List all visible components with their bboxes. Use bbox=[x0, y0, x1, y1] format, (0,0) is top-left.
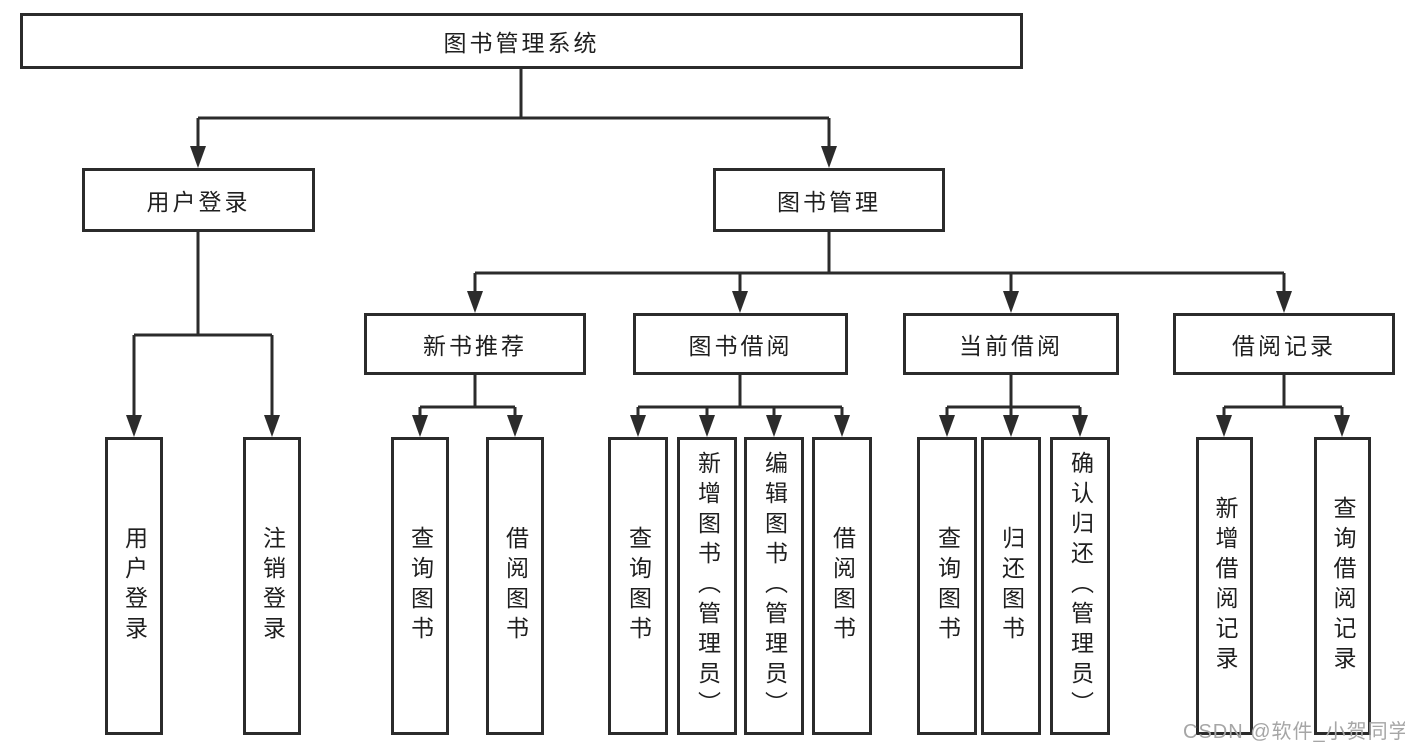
node-new-book-recommend: 新书推荐 bbox=[364, 313, 586, 375]
leaf-query-books-3: 查询图书 bbox=[917, 437, 977, 735]
node-book-management: 图书管理 bbox=[713, 168, 945, 232]
leaf-query-books-2: 查询图书 bbox=[608, 437, 668, 735]
node-user-login: 用户登录 bbox=[82, 168, 315, 232]
leaf-edit-book-admin: 编辑图书（管理员） bbox=[744, 437, 804, 735]
leaf-return-books: 归还图书 bbox=[981, 437, 1041, 735]
leaf-user-login: 用户登录 bbox=[105, 437, 163, 735]
leaf-query-borrow-record: 查询借阅记录 bbox=[1314, 437, 1371, 735]
leaf-logout: 注销登录 bbox=[243, 437, 301, 735]
node-root: 图书管理系统 bbox=[20, 13, 1023, 69]
leaf-borrow-books-1: 借阅图书 bbox=[486, 437, 544, 735]
arrowheads bbox=[126, 146, 1350, 437]
leaf-add-borrow-record: 新增借阅记录 bbox=[1196, 437, 1253, 735]
leaf-add-book-admin: 新增图书（管理员） bbox=[677, 437, 737, 735]
leaf-query-books-1: 查询图书 bbox=[391, 437, 449, 735]
leaf-confirm-return-admin: 确认归还（管理员） bbox=[1050, 437, 1110, 735]
node-book-borrowing: 图书借阅 bbox=[633, 313, 848, 375]
csdn-watermark: CSDN @软件_小贺同学 bbox=[1183, 721, 1405, 743]
leaf-borrow-books-2: 借阅图书 bbox=[812, 437, 872, 735]
node-borrowing-records: 借阅记录 bbox=[1173, 313, 1395, 375]
node-current-borrowing: 当前借阅 bbox=[903, 313, 1119, 375]
